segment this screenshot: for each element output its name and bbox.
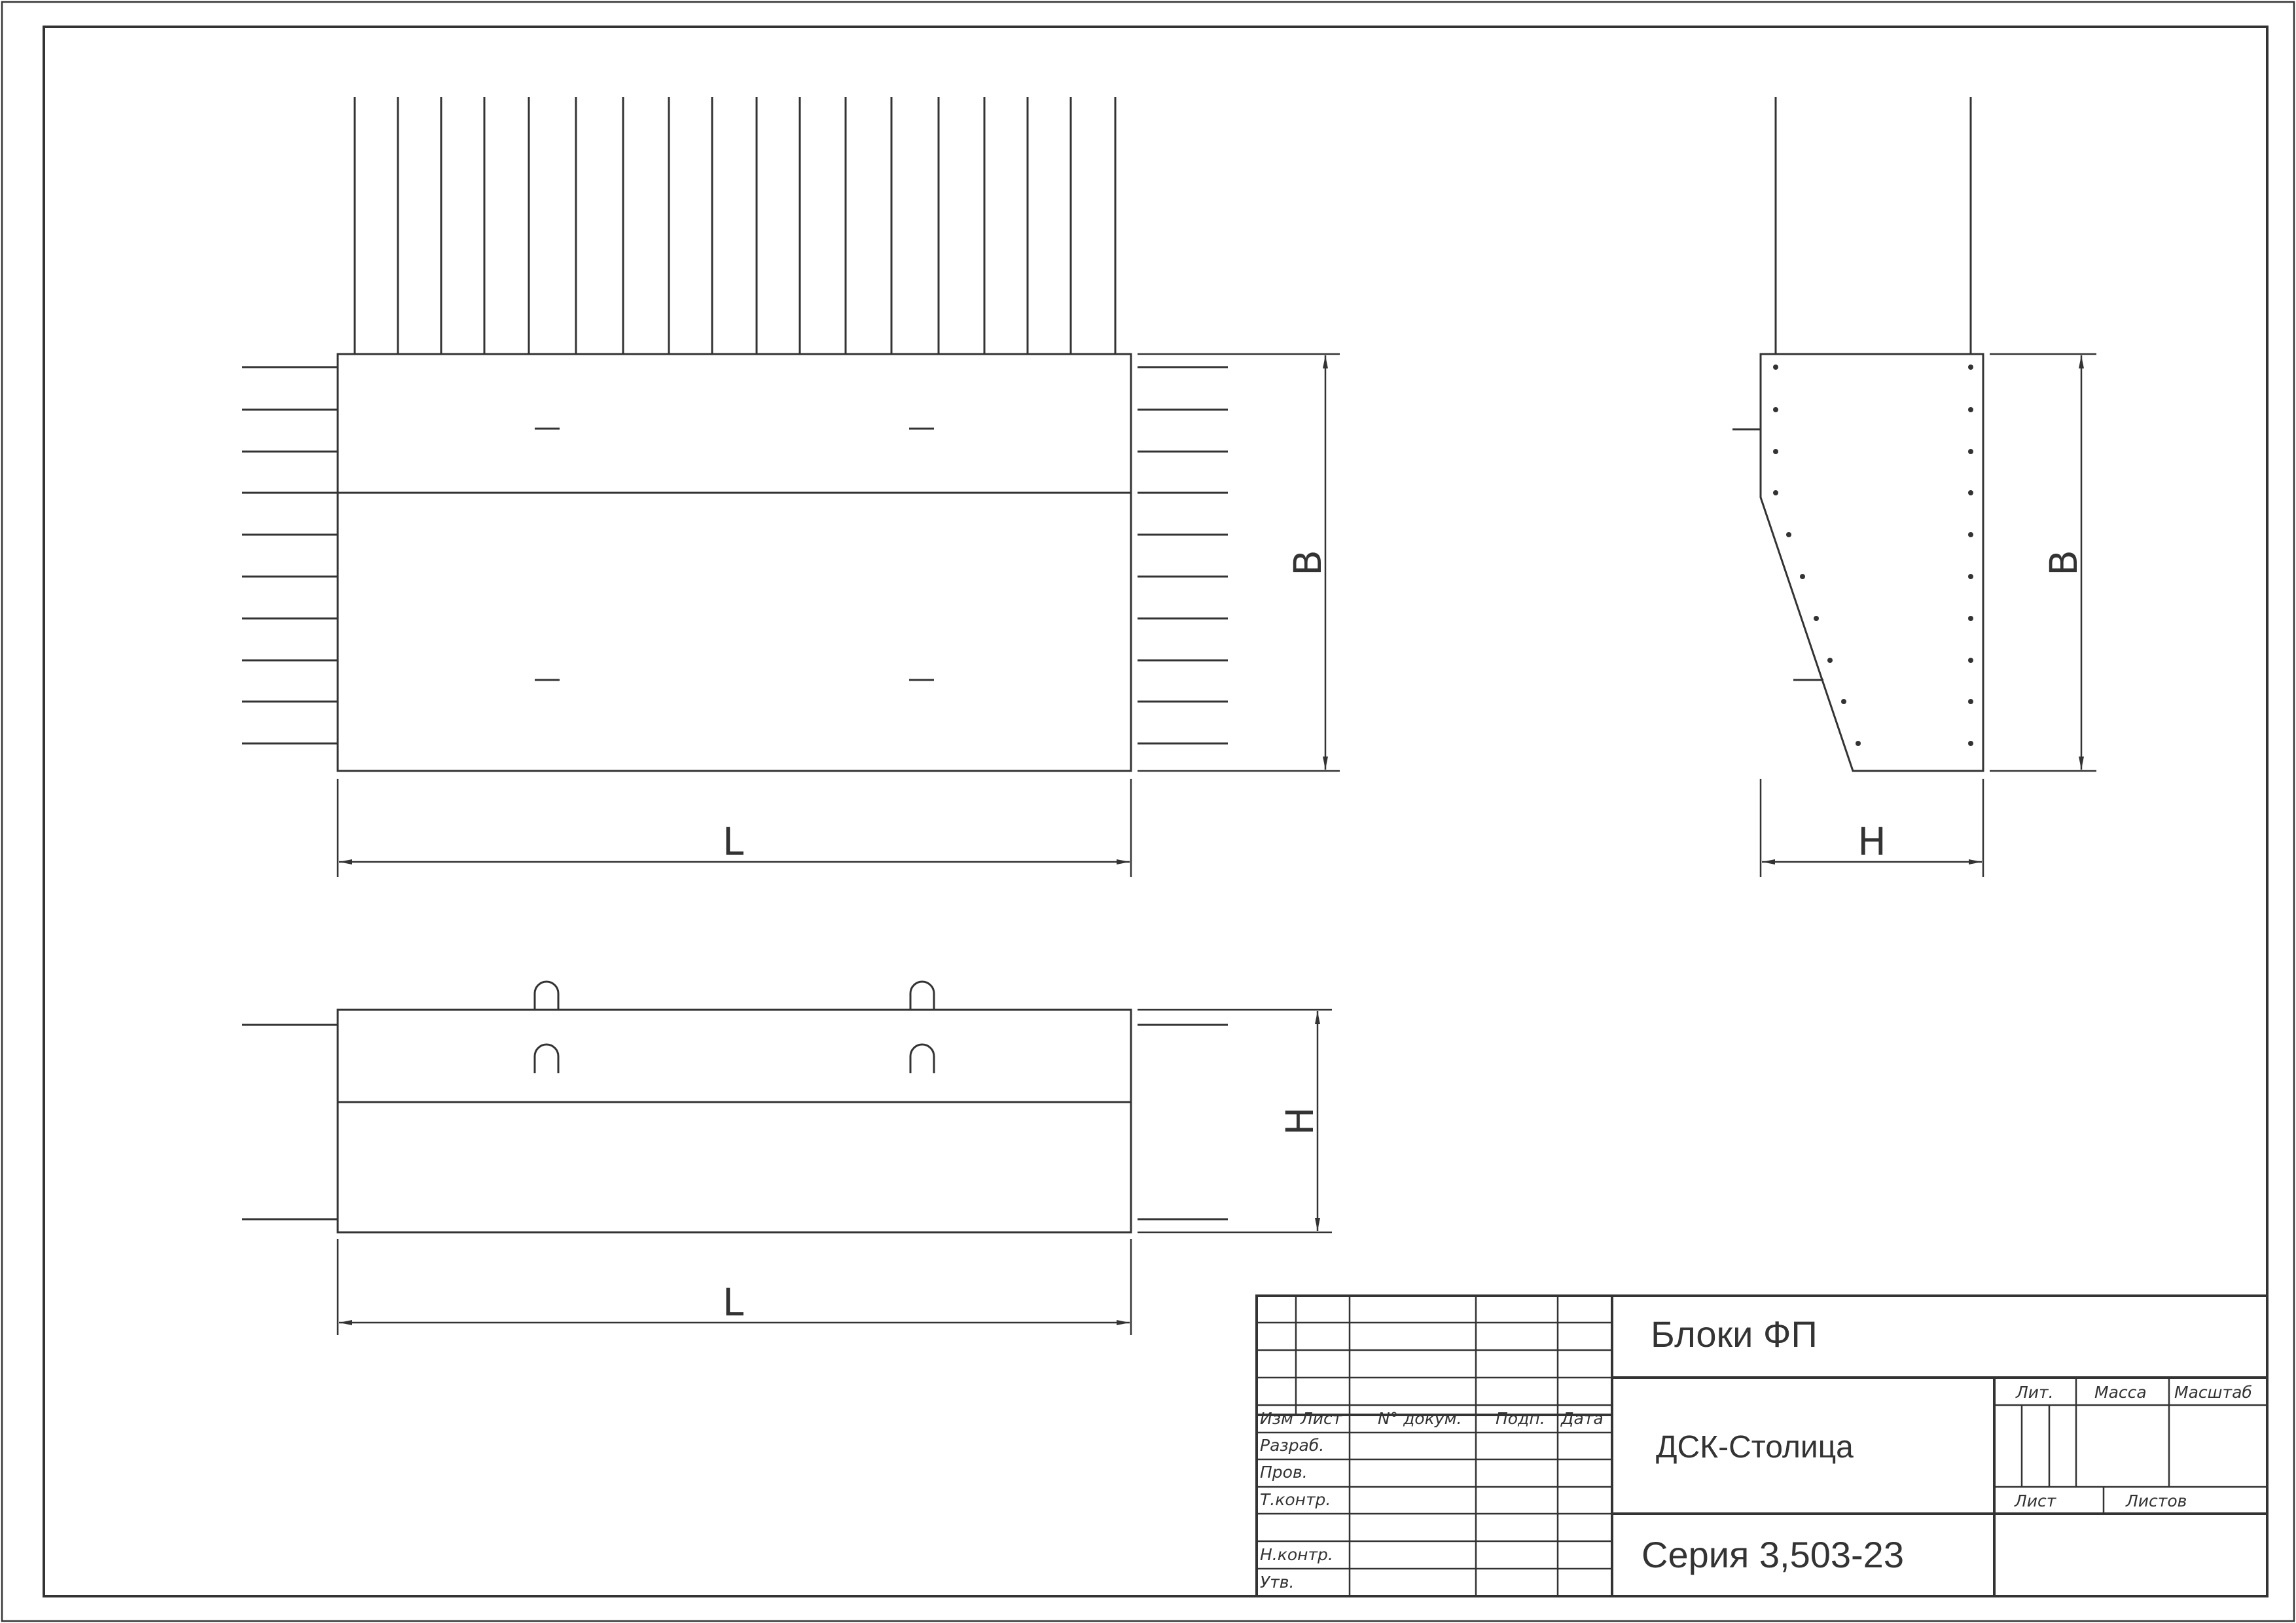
tb-col-signature: Подп. <box>1496 1409 1545 1428</box>
side-view: B H <box>1732 97 2096 877</box>
tb-label-scale: Масштаб <box>2174 1383 2252 1402</box>
tb-label-lit: Лит. <box>2015 1383 2054 1402</box>
drawing-title: Блоки ФП <box>1651 1313 1818 1355</box>
rebar-dot <box>1968 574 1973 579</box>
rebar-dot <box>1773 365 1778 370</box>
dimension-label-elev-length: L <box>723 1280 744 1325</box>
rebar-dot <box>1773 407 1778 412</box>
elevation-view: H L <box>242 980 1332 1335</box>
rebar-dot <box>1773 490 1778 495</box>
rebar-dot <box>1800 574 1805 579</box>
rebar-dot <box>1773 449 1778 454</box>
dimension-label-length: L <box>723 819 744 864</box>
tb-label-sheet: Лист <box>2014 1491 2057 1510</box>
lifting-loop <box>533 980 560 1010</box>
rebar-dot <box>1968 490 1973 495</box>
rebar-dot <box>1968 407 1973 412</box>
lifting-loop <box>533 1043 560 1073</box>
plan-right-rebars <box>1138 366 1228 745</box>
rebar-dot <box>1786 532 1791 537</box>
drawing-frame <box>43 26 2269 1597</box>
tb-col-sheet: Лист <box>1300 1409 1343 1428</box>
tb-col-docno: N° докум. <box>1378 1409 1462 1428</box>
title-block-frame <box>1255 1294 2269 1597</box>
title-block-left-rows <box>1257 1321 1612 1570</box>
side-rebar-dots <box>1968 365 1973 746</box>
dimension-label-side-height: H <box>1857 819 1886 864</box>
rebar-dot <box>1856 741 1861 746</box>
tb-role-tech-control: Т.контр. <box>1260 1490 1331 1509</box>
tb-label-mass: Масса <box>2094 1383 2147 1402</box>
plan-block-outline <box>336 353 1132 772</box>
lifting-loop <box>909 980 935 1010</box>
dimension-label-height: H <box>1278 1107 1322 1135</box>
rebar-dot <box>1968 658 1973 663</box>
tb-col-change: Изм <box>1260 1409 1293 1428</box>
tb-role-approved: Утв. <box>1260 1573 1294 1592</box>
organization-name: ДСК-Столица <box>1656 1430 1854 1465</box>
plan-left-rebars <box>242 366 338 745</box>
rebar-dot <box>1968 741 1973 746</box>
rebar-dot <box>1968 699 1973 704</box>
rebar-dot <box>1968 365 1973 370</box>
rebar-dot <box>1968 449 1973 454</box>
side-block-outline <box>1759 353 1984 772</box>
rebar-dot <box>1968 616 1973 621</box>
rebar-dot <box>1814 616 1819 621</box>
tb-role-checked: Пров. <box>1260 1463 1308 1482</box>
tb-label-sheets: Листов <box>2125 1491 2187 1510</box>
rebar-dot <box>1968 532 1973 537</box>
plan-top-rebars <box>353 97 1117 354</box>
side-rebar-dots <box>1773 365 1861 746</box>
tb-col-date: Дата <box>1560 1409 1604 1428</box>
elevation-block-outline <box>336 1008 1132 1234</box>
series-number: Серия 3,503-23 <box>1641 1534 1904 1575</box>
plan-view: L B <box>242 97 1340 877</box>
lifting-loop <box>909 1043 935 1073</box>
rebar-dot <box>1827 658 1833 663</box>
tb-role-norm-control: Н.контр. <box>1260 1545 1333 1564</box>
rebar-dot <box>1841 699 1846 704</box>
tb-role-developed: Разраб. <box>1260 1436 1324 1455</box>
title-block: Блоки ФП ДСК-Столица Серия 3,503-23 Лит.… <box>1255 1294 2269 1597</box>
dimension-label-width: B <box>1285 550 1330 576</box>
dimension-label-side-width: B <box>2041 550 2086 576</box>
